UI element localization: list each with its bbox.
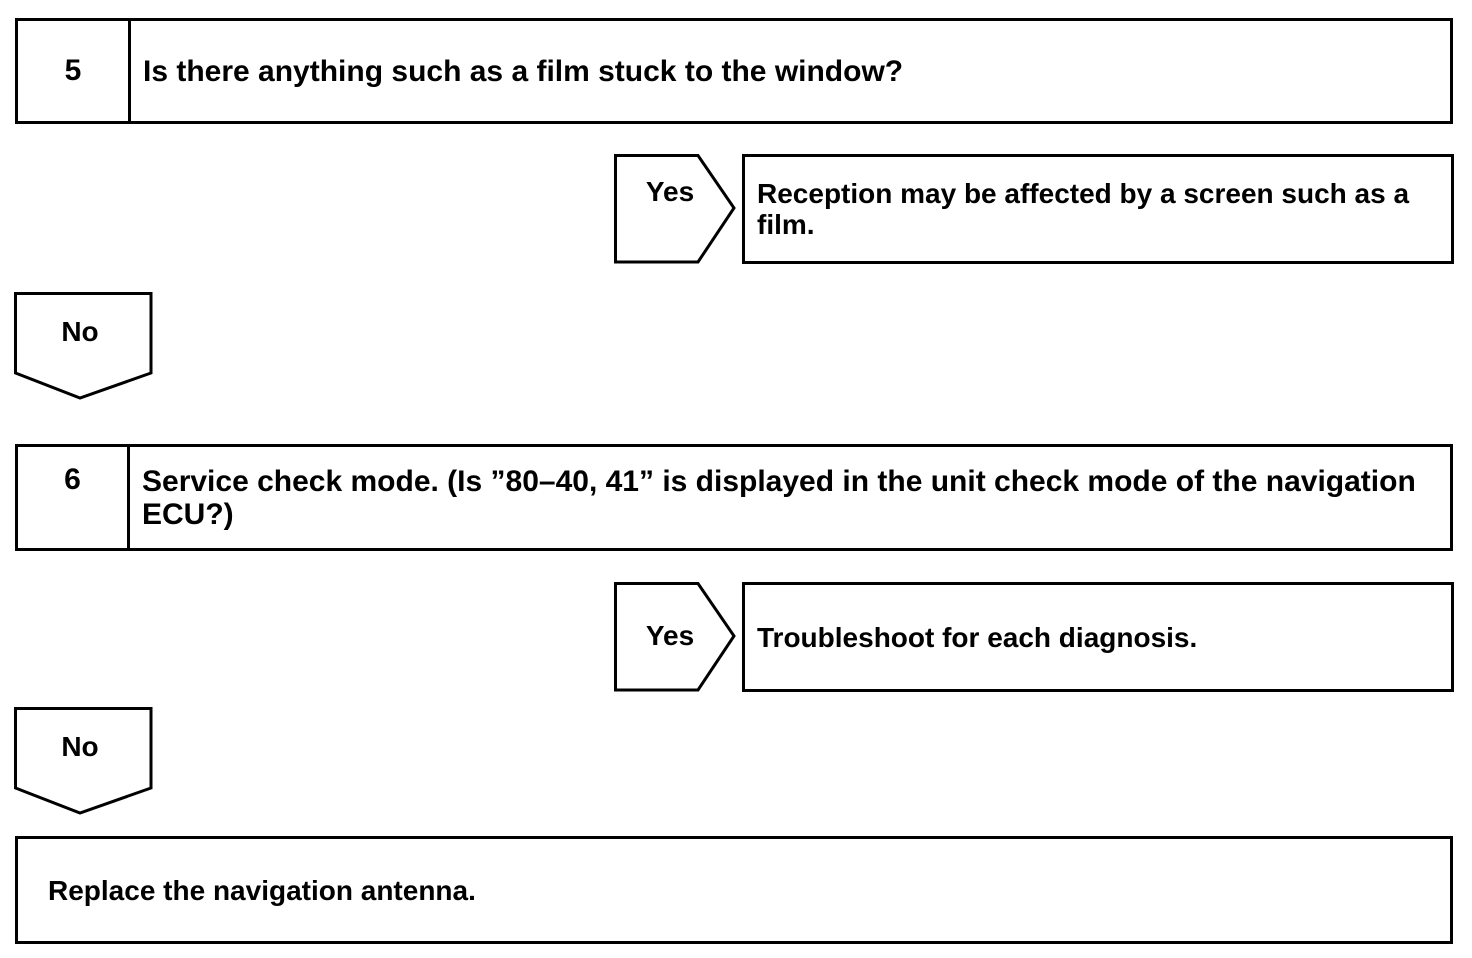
no-arrow-1 xyxy=(14,292,153,400)
no-arrow-2 xyxy=(14,707,153,815)
result-box-2: Troubleshoot for each diagnosis. xyxy=(742,582,1454,692)
step-5-question: Is there anything such as a film stuck t… xyxy=(143,54,904,88)
step-6-number: 6 xyxy=(64,462,81,496)
step-5-number: 5 xyxy=(64,54,82,87)
yes-label-1: Yes xyxy=(645,176,695,207)
no-label-1: No xyxy=(61,316,99,347)
no-label-2: No xyxy=(61,731,99,762)
yes-label-2: Yes xyxy=(645,620,695,651)
step-5-box xyxy=(15,18,1453,124)
final-action-box: Replace the navigation antenna. xyxy=(15,836,1453,944)
step-5-divider xyxy=(128,18,131,124)
step-6-box xyxy=(15,444,1453,551)
step-6-divider xyxy=(127,444,130,551)
yes-arrow-2 xyxy=(614,582,736,692)
step-6-question: Service check mode. (Is ”80–40, 41” is d… xyxy=(142,464,1416,531)
yes-arrow-1 xyxy=(614,154,736,264)
result-box-1: Reception may be affected by a screen su… xyxy=(742,154,1454,264)
